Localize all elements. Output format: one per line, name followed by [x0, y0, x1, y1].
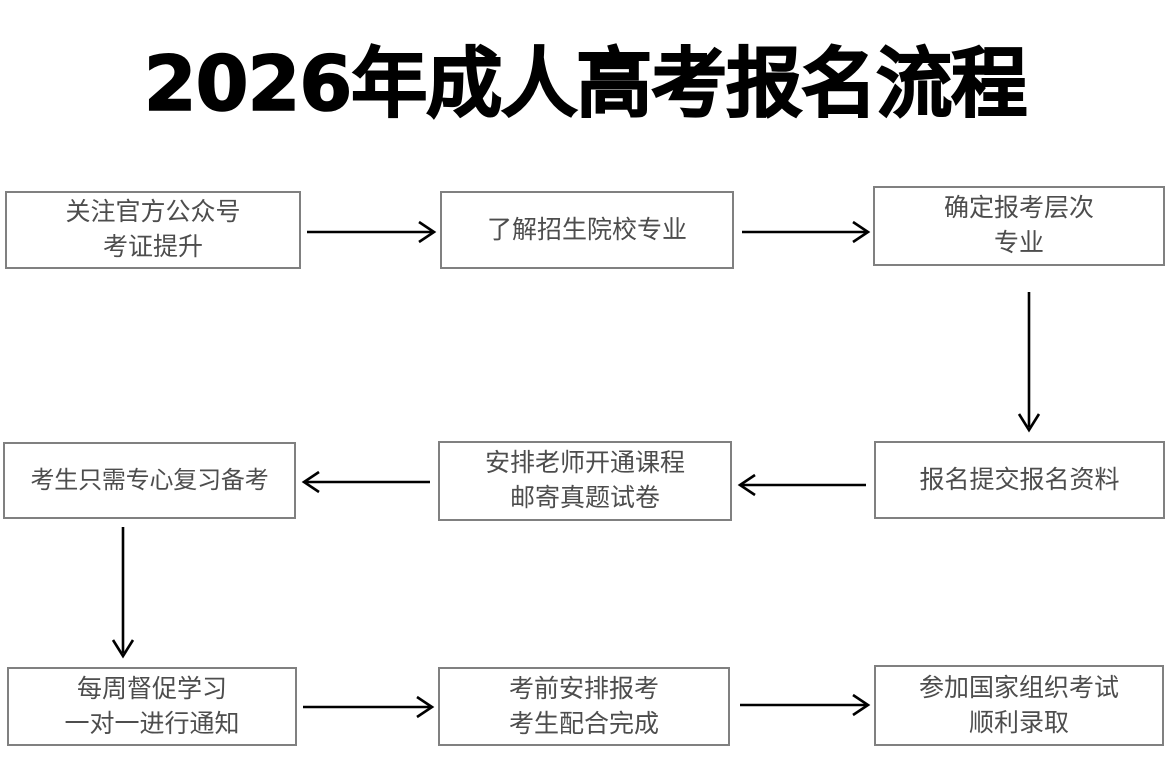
flow-node-7-line-1: 每周督促学习 — [76, 674, 227, 703]
flow-node-4[interactable]: 考生只需专心复习备考 — [3, 442, 296, 519]
arrow-node7-to-node8 — [303, 695, 435, 719]
flow-node-8-line-1: 考前安排报考 — [508, 674, 659, 703]
flow-node-9-line-1: 参加国家组织考试 — [918, 673, 1119, 702]
flow-node-6[interactable]: 报名提交报名资料 — [874, 441, 1165, 519]
flow-node-4-line-1: 考生只需专心复习备考 — [30, 467, 269, 494]
arrow-node3-to-node6 — [1017, 292, 1041, 433]
flow-node-1[interactable]: 关注官方公众号 考证提升 — [5, 191, 301, 269]
flow-node-5-line-2: 邮寄真题试卷 — [509, 484, 660, 512]
flow-node-3[interactable]: 确定报考层次 专业 — [873, 186, 1165, 266]
arrow-node2-to-node3 — [742, 220, 871, 244]
arrow-node6-to-node5 — [737, 473, 866, 497]
flow-node-2[interactable]: 了解招生院校专业 — [440, 191, 734, 269]
flow-node-8-line-2: 考生配合完成 — [508, 709, 659, 738]
flow-node-1-line-2: 考证提升 — [102, 233, 203, 261]
flow-node-7[interactable]: 每周督促学习 一对一进行通知 — [7, 667, 297, 746]
flow-node-3-line-2: 专业 — [993, 229, 1044, 257]
flow-node-9[interactable]: 参加国家组织考试 顺利录取 — [874, 665, 1164, 746]
flow-node-6-line-1: 报名提交报名资料 — [919, 465, 1120, 494]
flow-node-7-line-2: 一对一进行通知 — [64, 709, 240, 738]
arrow-node8-to-node9 — [740, 693, 871, 717]
flow-node-8[interactable]: 考前安排报考 考生配合完成 — [438, 667, 730, 746]
flow-node-3-line-1: 确定报考层次 — [943, 194, 1094, 222]
flow-node-1-line-1: 关注官方公众号 — [65, 198, 241, 226]
arrow-node4-to-node7 — [111, 527, 135, 659]
flow-node-5[interactable]: 安排老师开通课程 邮寄真题试卷 — [438, 441, 732, 521]
flow-node-9-line-2: 顺利录取 — [968, 708, 1069, 737]
arrow-node5-to-node4 — [301, 470, 430, 494]
page-title: 2026年成人高考报名流程 — [143, 38, 1028, 129]
flow-node-5-line-1: 安排老师开通课程 — [484, 449, 685, 477]
flow-node-2-line-1: 了解招生院校专业 — [486, 215, 687, 244]
arrow-node1-to-node2 — [307, 220, 437, 244]
